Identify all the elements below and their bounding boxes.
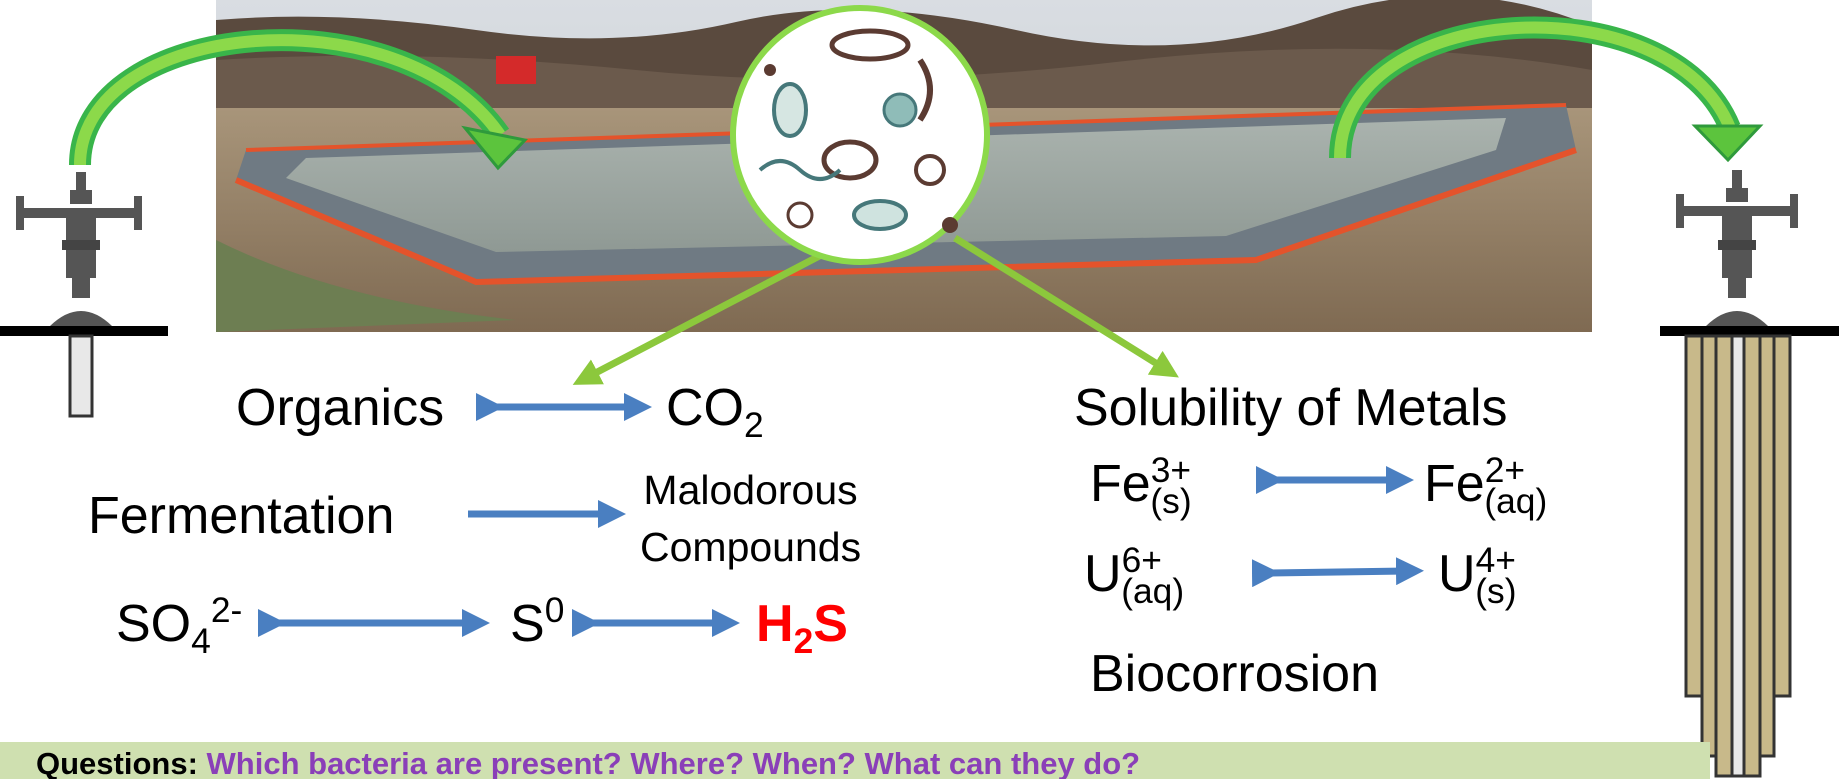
u4-label: U4+(s) [1438, 540, 1517, 612]
fe2-label: Fe2+(aq) [1424, 450, 1548, 522]
questions-label: Questions: [36, 746, 198, 779]
wellhead-left-icon [0, 172, 168, 418]
questions-text: Which bacteria are present? Where? When?… [206, 746, 1141, 779]
questions-bar: Questions: Which bacteria are present? W… [0, 742, 1710, 779]
wellhead-right-icon [1660, 170, 1839, 778]
arrow-u [1251, 557, 1424, 588]
organics-label: Organics [236, 379, 445, 437]
so4-label: SO42- [116, 590, 243, 662]
fe3-label: Fe3+(s) [1090, 450, 1192, 522]
s0-label: S0 [510, 590, 565, 653]
curved-arrow-right [1329, 16, 1764, 163]
arrow-to-organics [572, 236, 852, 385]
curved-arrow-left [69, 29, 528, 171]
h2s-label: H2S [756, 595, 848, 662]
u6-label: U6+(aq) [1084, 540, 1185, 612]
arrow-to-metals [953, 235, 1179, 378]
microbes-icon [730, 5, 990, 265]
biocorrosion-label: Biocorrosion [1090, 645, 1380, 703]
malodorous-compounds-label: Malodorous Compounds [640, 467, 862, 571]
fermentation-label: Fermentation [88, 487, 395, 545]
co2-label: CO2 [666, 379, 764, 446]
solubility-of-metals-label: Solubility of Metals [1074, 379, 1508, 437]
